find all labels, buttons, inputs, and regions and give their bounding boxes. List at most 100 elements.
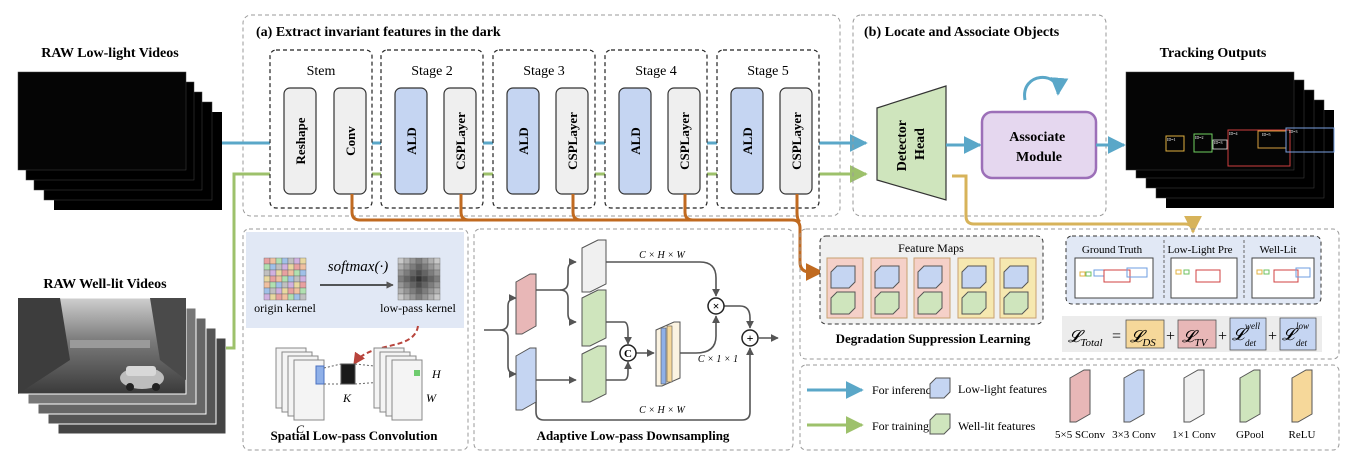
svg-text:+: + [1218,328,1227,345]
feature-cube [961,265,987,289]
kernel-cell [287,287,295,295]
associate-module: Associate Module [980,110,1098,180]
tracking-outputs-title: Tracking Outputs [1160,46,1267,61]
part-a-frame [242,14,841,217]
multiply-icon: × [707,297,725,315]
kernel-cell [415,287,423,295]
svg-text:Low-light features: Low-light features [958,382,1047,396]
svg-text:det: det [1245,338,1256,348]
stage-label: Stage 3 [523,64,565,79]
kernel-cell [433,293,441,301]
raw-low-light-title: RAW Low-light Videos [41,46,179,61]
kernel-cell [421,293,429,301]
dsl-frame [799,228,1340,360]
ground-truth-arrow [952,174,1202,234]
stage-label: Stem [307,64,336,79]
kernel-cell [409,275,417,283]
kernel-cell [299,257,307,265]
kernel-cell [287,269,295,277]
kernel-cell [263,263,271,271]
legend-training: For training [807,416,929,434]
well-lit-video-stack [17,297,227,435]
feature-cube [961,291,987,315]
kernel-cell [403,257,411,265]
svg-text:well: well [1245,321,1260,331]
svg-text:K: K [342,391,352,405]
kernel-cell [293,263,301,271]
kernel-cell [403,269,411,277]
c11-label: C × 1 × 1 [698,354,738,365]
low-pass-kernel-grid [397,257,441,301]
kernel-cell [287,257,295,265]
ald-block: ALD [394,87,428,195]
svg-text:Associate Module: Associate Module [1009,130,1069,165]
kernel-cell [263,275,271,283]
feature-cube [830,265,856,289]
svg-text:+: + [747,331,754,345]
stage-label: Stage 4 [635,64,677,79]
legend-relu: ReLU [1289,369,1315,441]
svg-text:5×5 SConv: 5×5 SConv [1055,429,1105,441]
svg-text:GPool: GPool [1236,429,1264,441]
kernel-cell [263,281,271,289]
kernel-cell [275,287,283,295]
ald-block: ALD [506,87,540,195]
kernel-cell [281,257,289,265]
svg-text:ALD: ALD [516,127,531,154]
kernel-cell [293,257,301,265]
svg-text:Well-lit features: Well-lit features [958,419,1036,433]
legend-inference: For inference [807,381,936,399]
csplayer-block: CSPLayer [555,87,589,195]
kernel-cell [397,287,405,295]
svg-text:Ground Truth: Ground Truth [1082,244,1143,256]
kernel-cell [421,269,429,277]
legend-conv3: 3×3 Conv [1112,369,1156,441]
kernel-cell [409,281,417,289]
kernel-cell [281,275,289,283]
kernel-cell [275,275,283,283]
kernel-cell [299,281,307,289]
kernel-cell [263,287,271,295]
svg-text:ID=1: ID=1 [1167,137,1175,142]
kernel-cell [397,257,405,265]
svg-text:ID=3: ID=3 [1289,129,1297,134]
well-lit-thumbnail [1251,257,1315,299]
feature-maps-title: Feature Maps [898,241,964,255]
kernel-cell [403,275,411,283]
svg-text:1×1 Conv: 1×1 Conv [1172,429,1216,441]
reshape-block: Reshape [283,87,317,195]
kernel-cell [421,287,429,295]
ald-conv1-block [581,239,607,293]
kernel-cell [293,269,301,277]
svg-text:Conv: Conv [343,126,358,156]
svg-text:ALD: ALD [404,127,419,154]
feature-cube [917,291,943,315]
kernel-cell [433,263,441,271]
svg-text:Well-Lit: Well-Lit [1260,244,1297,256]
kernel-cell [275,293,283,301]
slc-frame [242,228,469,451]
svg-text:+: + [1166,328,1175,345]
slc-title: Spatial Low-pass Convolution [271,428,439,443]
part-b-title: (b) Locate and Associate Objects [864,25,1060,40]
kernel-cell [403,287,411,295]
kernel-cell [397,281,405,289]
ald-title: Adaptive Low-pass Downsampling [537,428,730,443]
kernel-cell [403,263,411,271]
svg-text:CSPLayer: CSPLayer [453,112,468,170]
kernel-cell [269,287,277,295]
kernel-cell [427,293,435,301]
svg-text:×: × [713,299,720,313]
kernel-cell [427,263,435,271]
svg-text:Low-Light Pre: Low-Light Pre [1167,244,1232,256]
kernel-cell [433,269,441,277]
kernel-cell [269,281,277,289]
svg-text:low: low [1296,321,1309,331]
svg-text:ALD: ALD [628,127,643,154]
kernel-cell [269,293,277,301]
kernel-cell [433,275,441,283]
kernel-cell [269,269,277,277]
feature-cube [874,265,900,289]
kernel-cell [263,293,271,301]
legend-frame [799,364,1340,451]
